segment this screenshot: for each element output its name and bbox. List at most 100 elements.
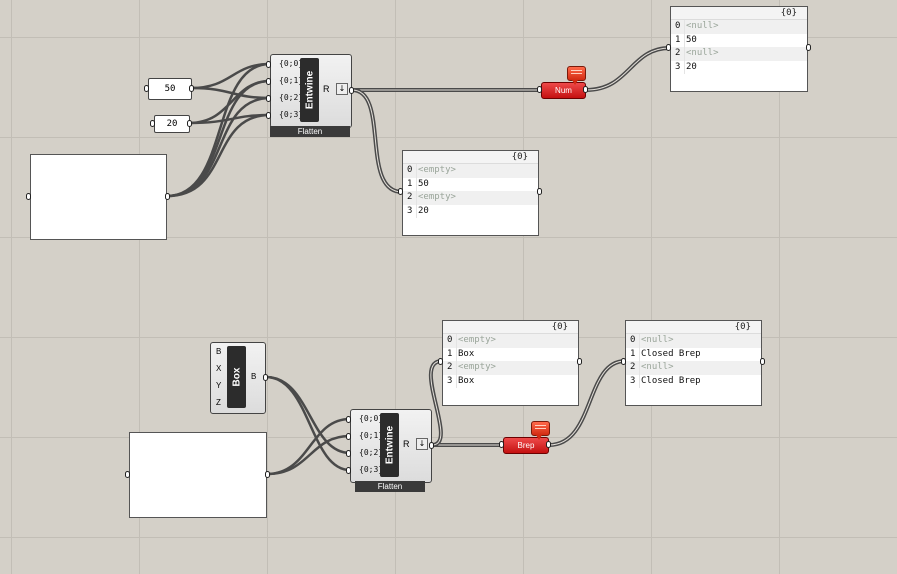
component-title: Box	[231, 367, 242, 387]
input-grip[interactable]	[346, 433, 351, 440]
flatten-icon[interactable]: ↓	[336, 83, 348, 95]
warning-balloon-icon[interactable]	[531, 421, 550, 440]
wire	[584, 46, 672, 92]
box-component[interactable]: B X Y Z Box B	[210, 342, 266, 414]
wire	[189, 86, 272, 100]
input-z[interactable]: Z	[216, 398, 221, 407]
output-b[interactable]: B	[251, 372, 257, 381]
input-grip[interactable]	[438, 358, 443, 365]
input-0[interactable]: {0;0}	[279, 59, 304, 68]
input-grip[interactable]	[266, 61, 271, 68]
panel-path-header: {0}	[671, 7, 807, 20]
input-2[interactable]: {0;2}	[359, 448, 384, 457]
warning-balloon-icon[interactable]	[567, 66, 586, 85]
input-1[interactable]: {0;1}	[359, 431, 384, 440]
list-item: 2<null>	[626, 361, 761, 375]
num-parameter[interactable]: Num	[541, 82, 586, 99]
input-grip[interactable]	[346, 450, 351, 457]
input-3[interactable]: {0;3}	[359, 465, 384, 474]
output-grip[interactable]	[577, 358, 582, 365]
list-item: 0<empty>	[403, 164, 538, 178]
input-3[interactable]: {0;3}	[279, 110, 304, 119]
output-r[interactable]: R	[403, 439, 410, 449]
slider-value: 50	[164, 84, 176, 94]
wire	[264, 375, 352, 472]
entwine-component[interactable]: {0;0} {0;1} {0;2} {0;3} Entwine R ↓	[270, 54, 352, 128]
wire	[430, 360, 443, 446]
input-grip[interactable]	[150, 120, 155, 127]
wire	[428, 359, 444, 447]
flatten-label: Flatten	[355, 481, 425, 492]
input-y[interactable]: Y	[216, 381, 222, 390]
list-item: 2<null>	[671, 47, 807, 61]
wire	[585, 47, 671, 91]
entwine-component[interactable]: {0;0} {0;1} {0;2} {0;3} Entwine R ↓	[350, 409, 432, 483]
input-grip[interactable]	[537, 86, 542, 93]
wire	[350, 88, 404, 194]
brep-parameter[interactable]: Brep	[503, 437, 549, 454]
input-grip[interactable]	[621, 358, 626, 365]
number-slider-50[interactable]: 50	[148, 78, 192, 100]
input-grip[interactable]	[266, 78, 271, 85]
output-grip[interactable]	[189, 85, 194, 92]
output-grip[interactable]	[349, 87, 354, 94]
panel-path-header: {0}	[626, 321, 761, 334]
wire	[351, 89, 403, 193]
output-grip[interactable]	[187, 120, 192, 127]
wire	[265, 434, 352, 476]
component-core: Entwine	[300, 58, 319, 122]
input-1[interactable]: {0;1}	[279, 76, 304, 85]
empty-panel[interactable]	[30, 154, 167, 240]
input-grip[interactable]	[499, 441, 504, 448]
component-core: Entwine	[380, 413, 399, 477]
input-grip[interactable]	[346, 416, 351, 423]
component-title: Entwine	[304, 70, 315, 110]
output-grip[interactable]	[546, 441, 551, 448]
list-item: 0<null>	[671, 20, 807, 34]
wire	[187, 113, 272, 125]
input-grip[interactable]	[346, 467, 351, 474]
output-grip[interactable]	[265, 471, 270, 478]
wire	[187, 79, 272, 125]
number-slider-20[interactable]: 20	[154, 115, 190, 133]
output-grip[interactable]	[583, 86, 588, 93]
wire	[189, 62, 272, 90]
output-r[interactable]: R	[323, 84, 330, 94]
input-x[interactable]: X	[216, 364, 222, 373]
panel-path-header: {0}	[443, 321, 578, 334]
input-grip[interactable]	[26, 193, 31, 200]
input-grip[interactable]	[398, 188, 403, 195]
input-grip[interactable]	[266, 95, 271, 102]
input-b[interactable]: B	[216, 347, 222, 356]
list-item: 2<empty>	[443, 361, 578, 375]
input-grip[interactable]	[266, 112, 271, 119]
wire	[265, 417, 352, 476]
flatten-icon[interactable]: ↓	[416, 438, 428, 450]
input-grip[interactable]	[125, 471, 130, 478]
output-grip[interactable]	[263, 374, 268, 381]
output-grip[interactable]	[806, 44, 811, 51]
output-grip[interactable]	[760, 358, 765, 365]
component-title: Entwine	[384, 425, 395, 465]
output-grip[interactable]	[537, 188, 542, 195]
output-grip[interactable]	[429, 442, 434, 449]
input-0[interactable]: {0;0}	[359, 414, 384, 423]
empty-panel[interactable]	[129, 432, 267, 518]
wire	[165, 96, 272, 198]
input-2[interactable]: {0;2}	[279, 93, 304, 102]
input-grip[interactable]	[666, 44, 671, 51]
input-grip[interactable]	[144, 85, 149, 92]
output-grip[interactable]	[165, 193, 170, 200]
